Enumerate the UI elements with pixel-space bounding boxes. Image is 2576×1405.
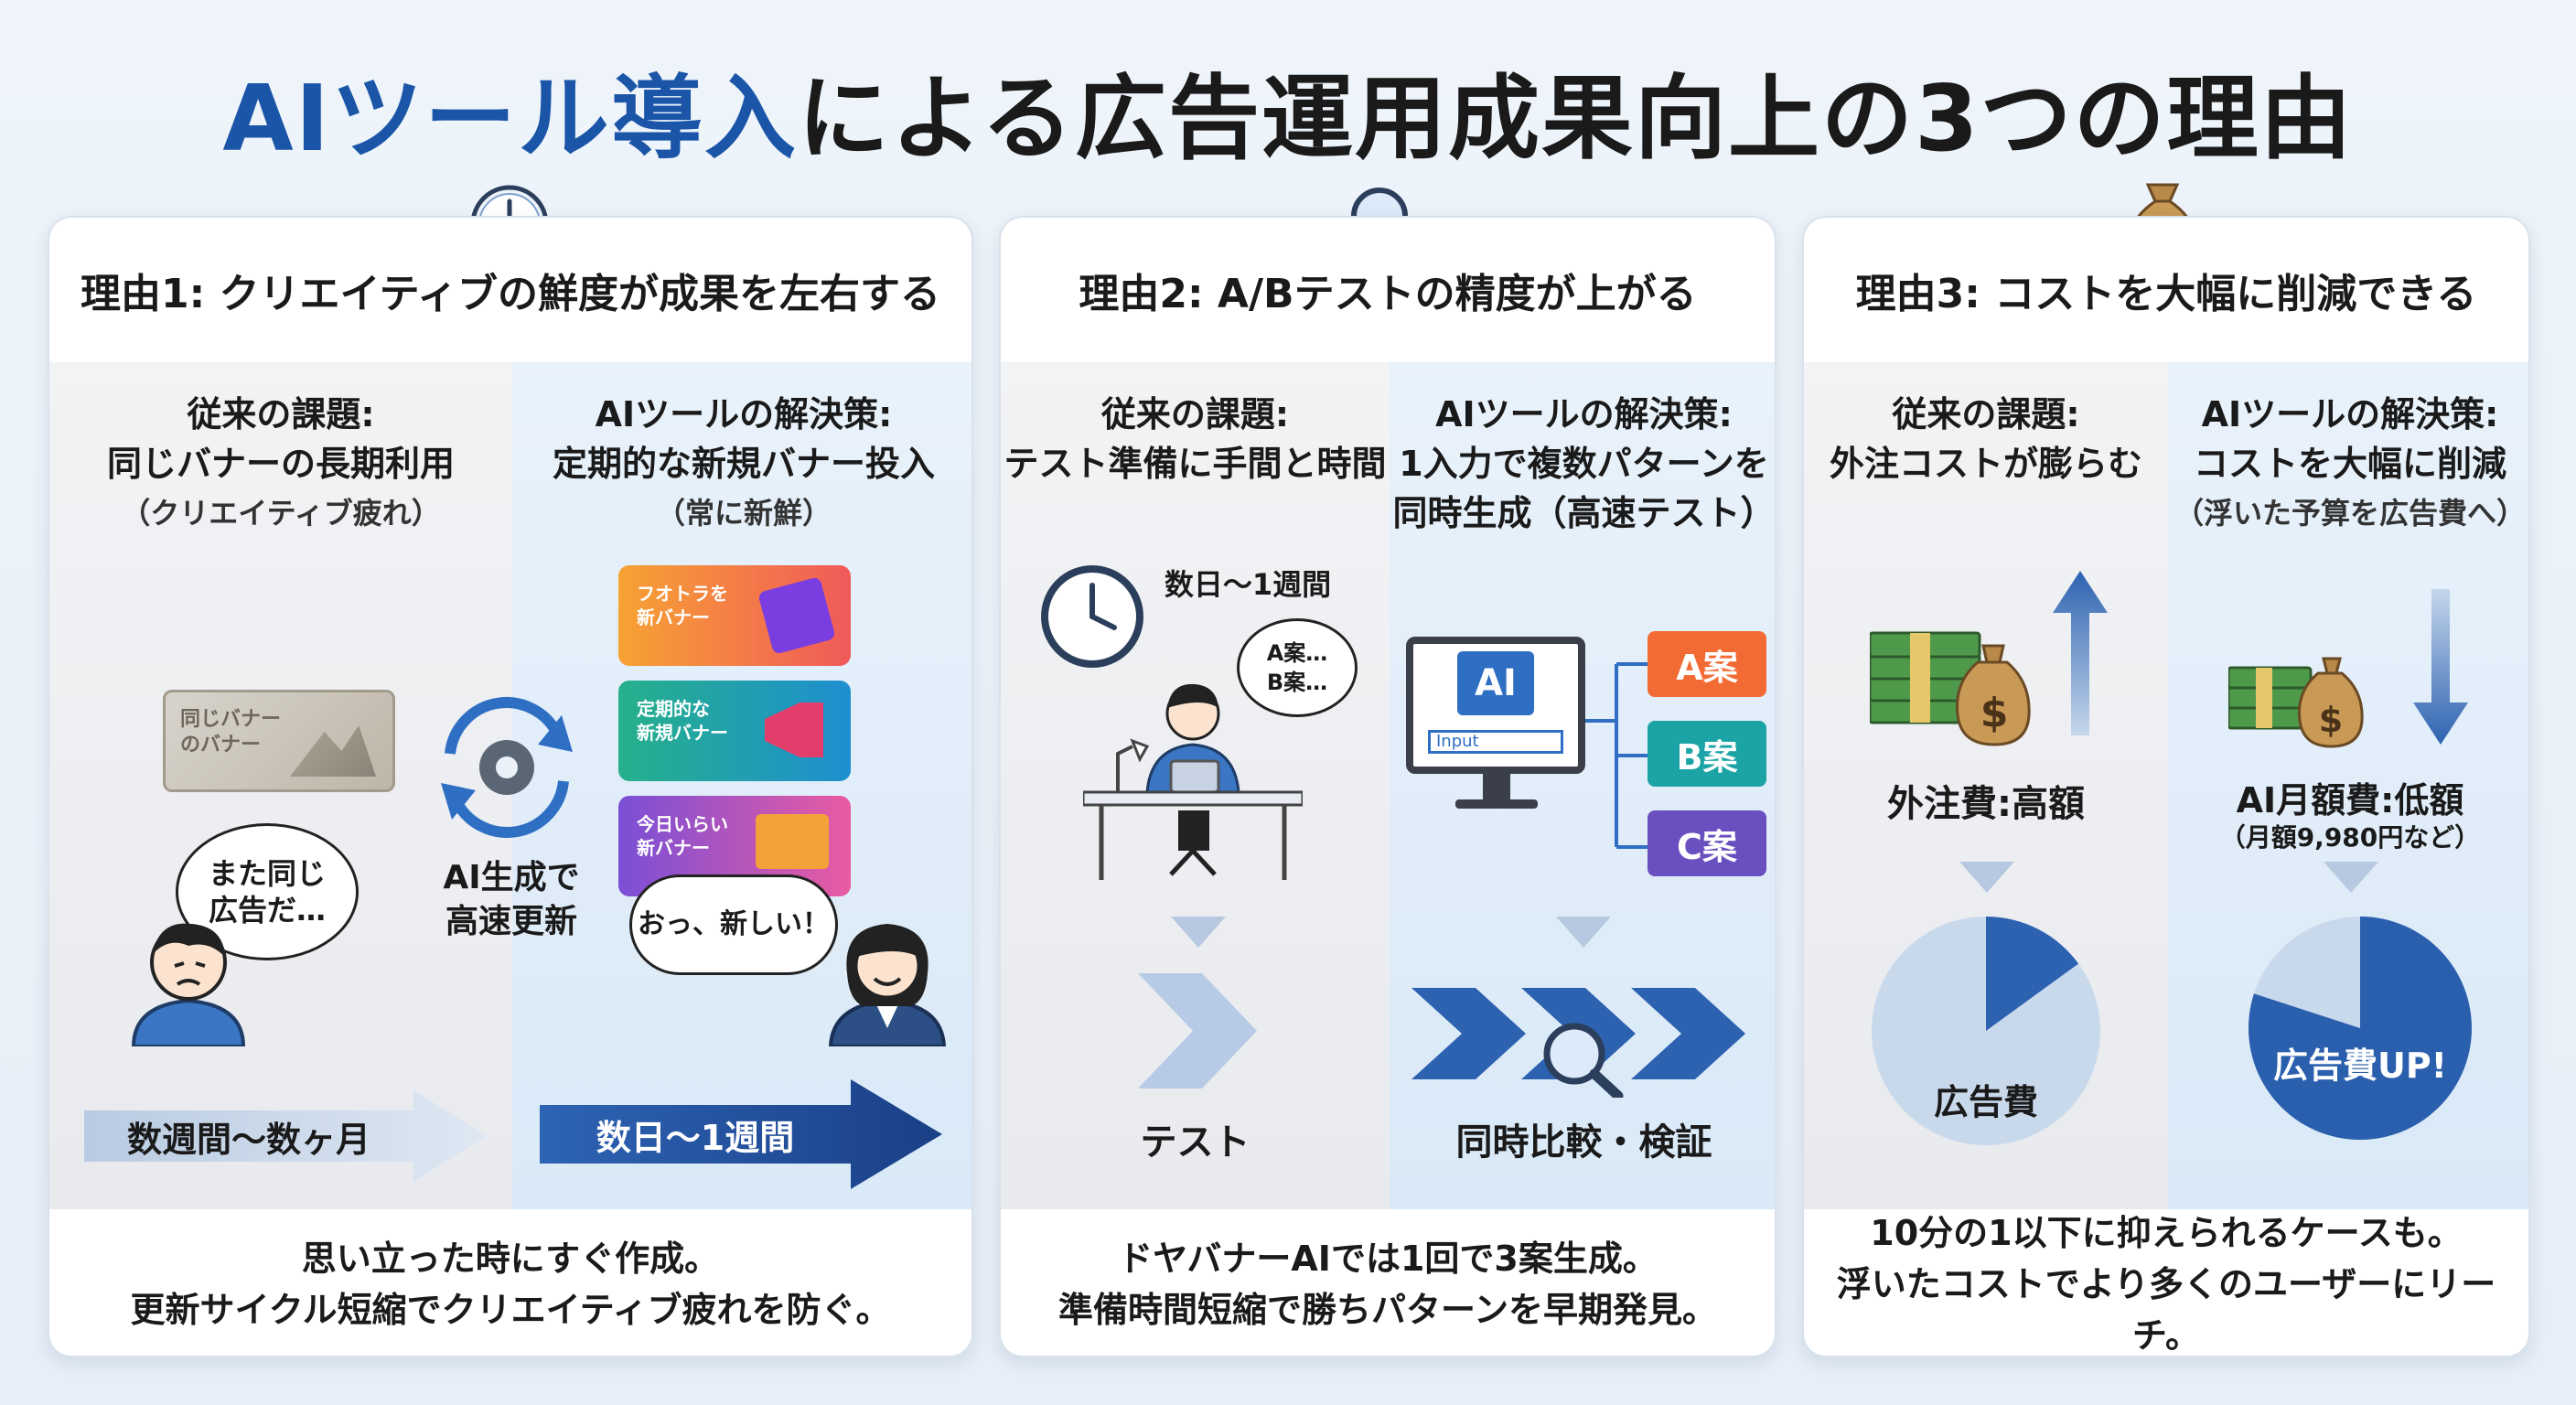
down-triangle: [2324, 862, 2378, 893]
pie-large-slice: [2249, 917, 2472, 1140]
small-money-icon: $: [2228, 657, 2364, 748]
up-arrow-icon: [2053, 571, 2108, 735]
footer-line-1: ドヤバナーAIでは1回で3案生成。: [1118, 1239, 1658, 1279]
reason-card-2: 理由2: A/Bテストの精度が上がる 従来の課題: テスト準備に手間と時間 数日…: [999, 216, 1776, 1357]
test-arrow-icon: [1138, 973, 1257, 1089]
issue-subtext: （クリエイティブ疲れ）: [121, 496, 441, 531]
old-banner-text: 同じバナー のバナー: [180, 708, 282, 756]
money-stack-icon: $: [1870, 631, 2031, 746]
reason-card-3: 理由3: コストを大幅に削減できる 従来の課題: 外注コストが膨らむ $ 外注費…: [1802, 216, 2530, 1357]
option-b: B案: [1648, 721, 1766, 787]
new-banner-1: フオトラを 新バナー: [618, 565, 851, 666]
desk-worker-icon: [1083, 683, 1303, 880]
solution-subtext: （常に新鮮）: [655, 496, 832, 531]
new-banner-2: 定期的な 新規バナー: [618, 681, 851, 781]
card-footer: ドヤバナーAIでは1回で3案生成。 準備時間短縮で勝ちパターンを早期発見。: [1001, 1209, 1775, 1356]
fast-cycle-arrow: 数日〜1週間: [540, 1079, 942, 1189]
solution-text: コストを大幅に削減: [2193, 444, 2506, 484]
current-issue-panel: 従来の課題: 同じバナーの長期利用 （クリエイティブ疲れ） 同じバナー のバナー…: [49, 362, 512, 1209]
down-triangle: [1171, 917, 1226, 948]
pie-small-slice: [1986, 917, 2079, 1031]
ad-budget-pie-large: [2249, 917, 2472, 1140]
footer-line-2: 浮いたコストでより多くのユーザーにリーチ。: [1836, 1264, 2496, 1356]
solution-title: AIツールの解決策:: [1435, 394, 1733, 434]
ai-solution-panel: AIツールの解決策: コストを大幅に削減 （浮いた予算を広告費へ） $ AI月額…: [2168, 362, 2528, 1209]
solution-text: 定期的な新規バナー投入: [552, 444, 935, 484]
solution-text: 1入力で複数パターンを: [1399, 444, 1769, 484]
solution-text-2: 同時生成（高速テスト）: [1392, 493, 1776, 533]
option-a: A案: [1648, 631, 1766, 697]
speech-bubble: おっ、新しい！: [629, 874, 838, 975]
card-heading: 理由3: コストを大幅に削減できる: [1855, 271, 2477, 317]
slow-cycle-label: 数週間〜数ヶ月: [126, 1119, 370, 1160]
card-footer: 10分の1以下に抑えられるケースも。 浮いたコストでより多くのユーザーにリーチ。: [1804, 1209, 2528, 1356]
reason-card-1: 理由1: クリエイティブの鮮度が成果を左右する 従来の課題: 同じバナーの長期利…: [48, 216, 973, 1357]
outsourcing-cost-label: 外注費:高額: [1887, 783, 2085, 825]
branch-lines: [1585, 662, 1649, 849]
solution-title: AIツールの解決策:: [595, 394, 893, 434]
speech-bubble: A案… B案…: [1237, 618, 1358, 717]
current-issue-panel: 従来の課題: テスト準備に手間と時間 数日〜1週間 A案… B案…: [1001, 362, 1390, 1209]
compare-label: 同時比較・検証: [1455, 1121, 1712, 1164]
down-triangle: [1556, 917, 1611, 948]
issue-title: 従来の課題:: [1100, 394, 1290, 434]
footer-line-2: 更新サイクル短縮でクリエイティブ疲れを防ぐ。: [130, 1290, 891, 1330]
card-heading: 理由1: クリエイティブの鮮度が成果を左右する: [80, 271, 940, 317]
card-heading: 理由2: A/Bテストの精度が上がる: [1079, 271, 1697, 317]
fast-cycle-label: 数日〜1週間: [596, 1117, 795, 1158]
footer-line-1: 10分の1以下に抑えられるケースも。: [1870, 1213, 2463, 1253]
happy-person-icon: [828, 924, 947, 1046]
test-label: テスト: [1140, 1121, 1250, 1164]
footer-line-1: 思い立った時にすぐ作成。: [301, 1239, 720, 1279]
speech-bubble: また同じ 広告だ…: [176, 823, 359, 960]
tired-person-icon: [131, 923, 246, 1046]
issue-text: 外注コストが膨らむ: [1829, 444, 2142, 484]
ai-solution-panel: AIツールの解決策: 定期的な新規バナー投入 （常に新鮮） フオトラを 新バナー…: [512, 362, 971, 1209]
duration-label: 数日〜1週間: [1164, 567, 1332, 602]
pie-label: 広告費UP!: [2272, 1046, 2448, 1086]
ai-solution-panel: AIツールの解決策: 1入力で複数パターンを 同時生成（高速テスト） AI In…: [1390, 362, 1776, 1209]
option-c: C案: [1648, 810, 1766, 876]
ai-speed-label: AI生成で 高速更新: [443, 859, 580, 940]
current-issue-panel: 従来の課題: 外注コストが膨らむ $ 外注費:高額 広告費: [1804, 362, 2168, 1209]
page-title: AIツール導入による広告運用成果向上の3つの理由: [222, 65, 2354, 172]
pie-label: 広告費: [1933, 1082, 2038, 1122]
footer-line-2: 準備時間短縮で勝ちパターンを早期発見。: [1057, 1290, 1718, 1330]
solution-title: AIツールの解決策:: [2201, 394, 2499, 434]
issue-text: 同じバナーの長期利用: [106, 444, 455, 484]
old-banner: 同じバナー のバナー: [163, 690, 395, 792]
refresh-gear-icon: [441, 696, 573, 839]
ai-monthly-cost-label: AI月額費:低額: [2236, 780, 2464, 820]
down-arrow-icon: [2413, 589, 2468, 745]
monitor-icon: AI Input: [1406, 637, 1585, 774]
issue-title: 従来の課題:: [187, 394, 375, 434]
svg-text:$: $: [1980, 690, 2009, 736]
card-footer: 思い立った時にすぐ作成。 更新サイクル短縮でクリエイティブ疲れを防ぐ。: [49, 1209, 971, 1356]
solution-subtext: （浮いた予算を広告費へ）: [2174, 496, 2526, 531]
ai-monthly-cost-example: （月額9,980円など）: [2219, 822, 2481, 853]
svg-text:$: $: [2319, 700, 2343, 740]
slow-cycle-arrow: 数週間〜数ヶ月: [84, 1090, 487, 1182]
clock-icon: [1041, 565, 1143, 668]
down-triangle: [1959, 862, 2014, 893]
ad-budget-pie-small: [1872, 917, 2100, 1145]
issue-title: 従来の課題:: [1892, 394, 2080, 434]
compare-arrows-icon: [1411, 988, 1745, 1098]
issue-text: テスト準備に手間と時間: [1004, 444, 1387, 484]
ai-chip: AI: [1457, 651, 1534, 715]
input-field: Input: [1428, 730, 1563, 754]
